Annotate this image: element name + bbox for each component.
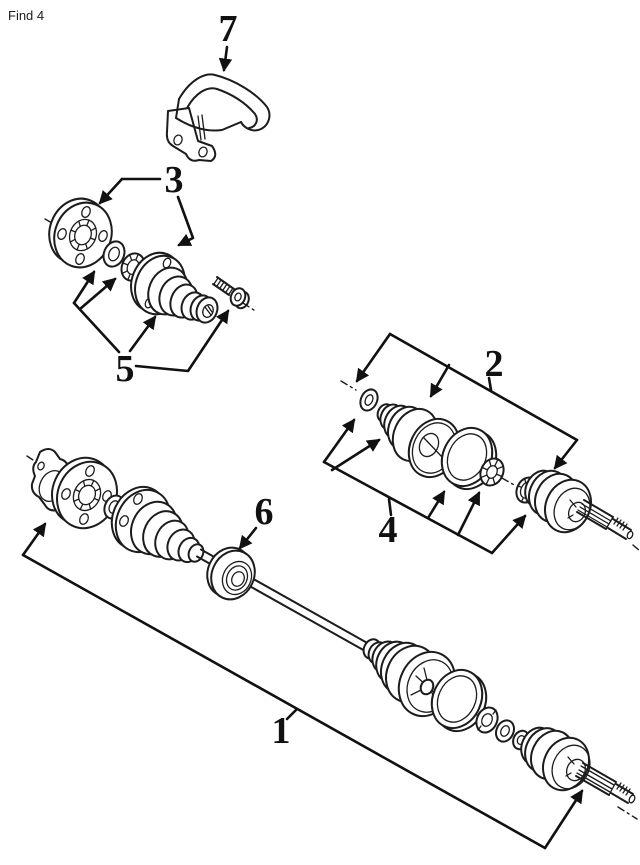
callout-label-2[interactable]: 2 xyxy=(485,343,504,385)
callout-6 xyxy=(238,526,258,550)
callout-1 xyxy=(21,522,584,850)
callout-2 xyxy=(355,332,579,470)
callout-label-4[interactable]: 4 xyxy=(379,509,398,551)
callout-label-6[interactable]: 6 xyxy=(255,491,274,533)
find-status-label: Find 4 xyxy=(8,8,45,23)
callout-label-3[interactable]: 3 xyxy=(165,159,184,201)
part-hub-flange-lower xyxy=(51,456,118,530)
part-drive-flange-hub xyxy=(44,197,113,269)
part-washer xyxy=(102,240,126,268)
callout-5 xyxy=(72,270,230,373)
part-outer-boot xyxy=(362,638,457,718)
part-inner-cv-flange xyxy=(110,485,201,564)
part-outer-cv-joint-upper xyxy=(524,469,640,552)
callout-3 xyxy=(98,177,195,247)
part-outer-boot-ring xyxy=(430,668,488,733)
callout-7 xyxy=(218,45,233,73)
part-boot-clamp xyxy=(340,380,379,412)
part-heat-shield xyxy=(165,73,271,162)
callout-label-7[interactable]: 7 xyxy=(219,8,238,50)
part-outer-cv-joint-lower xyxy=(520,726,638,820)
part-stub-axle-flange xyxy=(130,251,219,324)
part-damper-bearing xyxy=(206,546,256,601)
callout-label-5[interactable]: 5 xyxy=(116,348,135,390)
callout-label-1[interactable]: 1 xyxy=(272,710,291,752)
callout-4 xyxy=(322,418,527,555)
part-flange-bolt xyxy=(212,276,258,313)
part-spline-washer xyxy=(479,457,517,487)
